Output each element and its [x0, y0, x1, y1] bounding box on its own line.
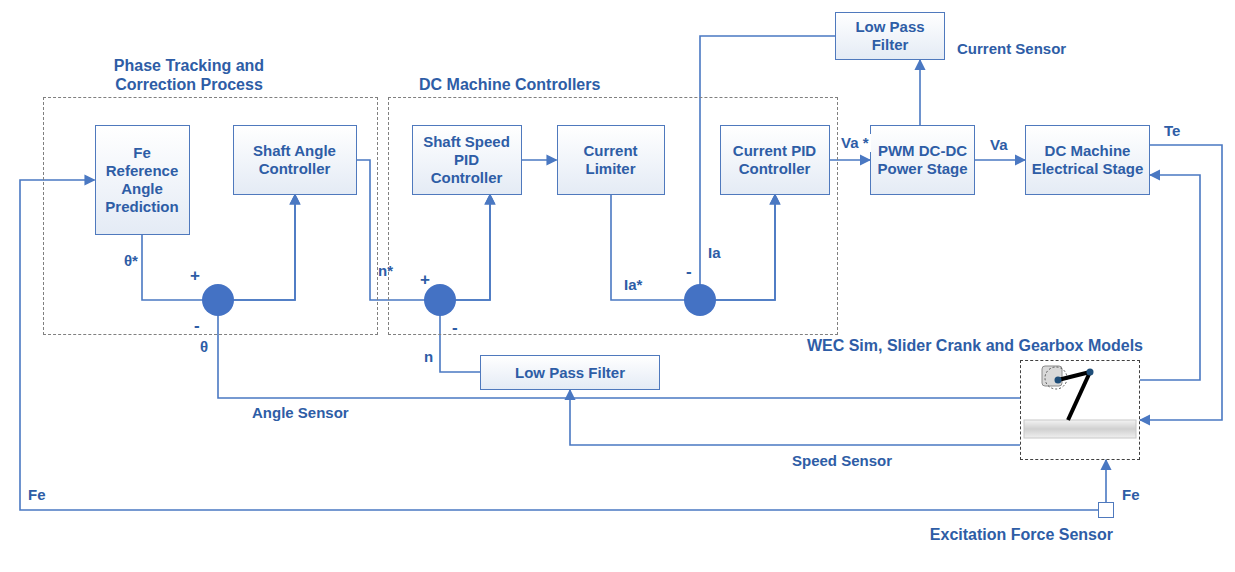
signal-label: Fe — [1122, 486, 1140, 504]
controller-group: Shaft Speed PID Controller Current Limite… — [388, 97, 838, 335]
connector-label: Angle Sensor — [250, 404, 351, 422]
process-box: Current PID Controller — [720, 125, 830, 195]
sensor-box: Excitation Force Sensor — [1098, 502, 1114, 518]
box-label: Shaft Angle Controller — [238, 142, 352, 178]
signal-connector — [830, 159, 871, 161]
signal-label: n — [424, 348, 433, 366]
summing-junction — [684, 284, 716, 316]
signal-label: Ia* — [624, 276, 642, 294]
connector-label: Va * — [839, 134, 871, 152]
model-group: WEC Sim, Slider Crank and Gearbox Models — [1020, 360, 1140, 460]
box-label: Low Pass Filter — [840, 18, 940, 54]
signal-label: - — [452, 318, 458, 338]
connector-label: Speed Sensor — [790, 452, 894, 470]
connector-label: Current Sensor — [955, 40, 1068, 58]
group-heading: Phase Tracking and Correction Process — [84, 56, 294, 94]
signal-connector — [975, 159, 1025, 161]
signal-label: Ia — [708, 244, 721, 262]
signal-label: θ — [200, 338, 208, 356]
signal-connector — [1140, 145, 1222, 420]
process-box: Fe Reference Angle Prediction — [95, 125, 190, 235]
filter-box: Low Pass Filter — [835, 12, 945, 60]
signal-connector — [522, 159, 557, 161]
signal-connector — [440, 195, 490, 373]
sensor-label: Excitation Force Sensor — [930, 525, 1113, 544]
connector-label: Fe — [26, 486, 48, 504]
process-box: PWM DC-DC Power Stage — [870, 125, 975, 195]
process-group: Fe Reference Angle Prediction Shaft Angle… — [43, 97, 378, 335]
slider-crank-icon — [1024, 366, 1136, 438]
signal-connector — [700, 36, 835, 300]
box-label: DC Machine Electrical Stage — [1030, 142, 1145, 178]
process-box: Shaft Speed PID Controller — [412, 125, 522, 195]
signal-connector — [919, 60, 921, 125]
process-box: Shaft Angle Controller — [233, 125, 357, 195]
connector-label: Te — [1162, 122, 1182, 140]
signal-connector — [611, 195, 775, 301]
signal-label: - — [194, 316, 200, 336]
signal-label: - — [686, 262, 692, 282]
box-label: PWM DC-DC Power Stage — [875, 142, 970, 178]
signal-label: θ* — [124, 252, 138, 270]
box-label: Current Limiter — [562, 142, 660, 178]
connector-label: Va — [988, 136, 1010, 154]
box-label: Low Pass Filter — [515, 364, 625, 382]
box-label: Shaft Speed PID Controller — [417, 133, 517, 187]
signal-connector — [1105, 460, 1107, 502]
signal-label: n* — [378, 262, 393, 280]
signal-connector — [218, 195, 1020, 399]
summing-junction — [202, 284, 234, 316]
group-heading: DC Machine Controllers — [419, 75, 600, 94]
group-heading: WEC Sim, Slider Crank and Gearbox Models — [807, 336, 1143, 355]
signal-label: + — [420, 270, 430, 290]
box-label: Fe Reference Angle Prediction — [100, 144, 185, 216]
box-label: Current PID Controller — [725, 142, 825, 178]
signal-connector — [1140, 175, 1200, 380]
signal-label: + — [190, 266, 200, 286]
process-box: DC Machine Electrical Stage — [1025, 125, 1150, 195]
process-box: Current Limiter — [557, 125, 665, 195]
filter-box: Low Pass Filter — [480, 355, 660, 390]
